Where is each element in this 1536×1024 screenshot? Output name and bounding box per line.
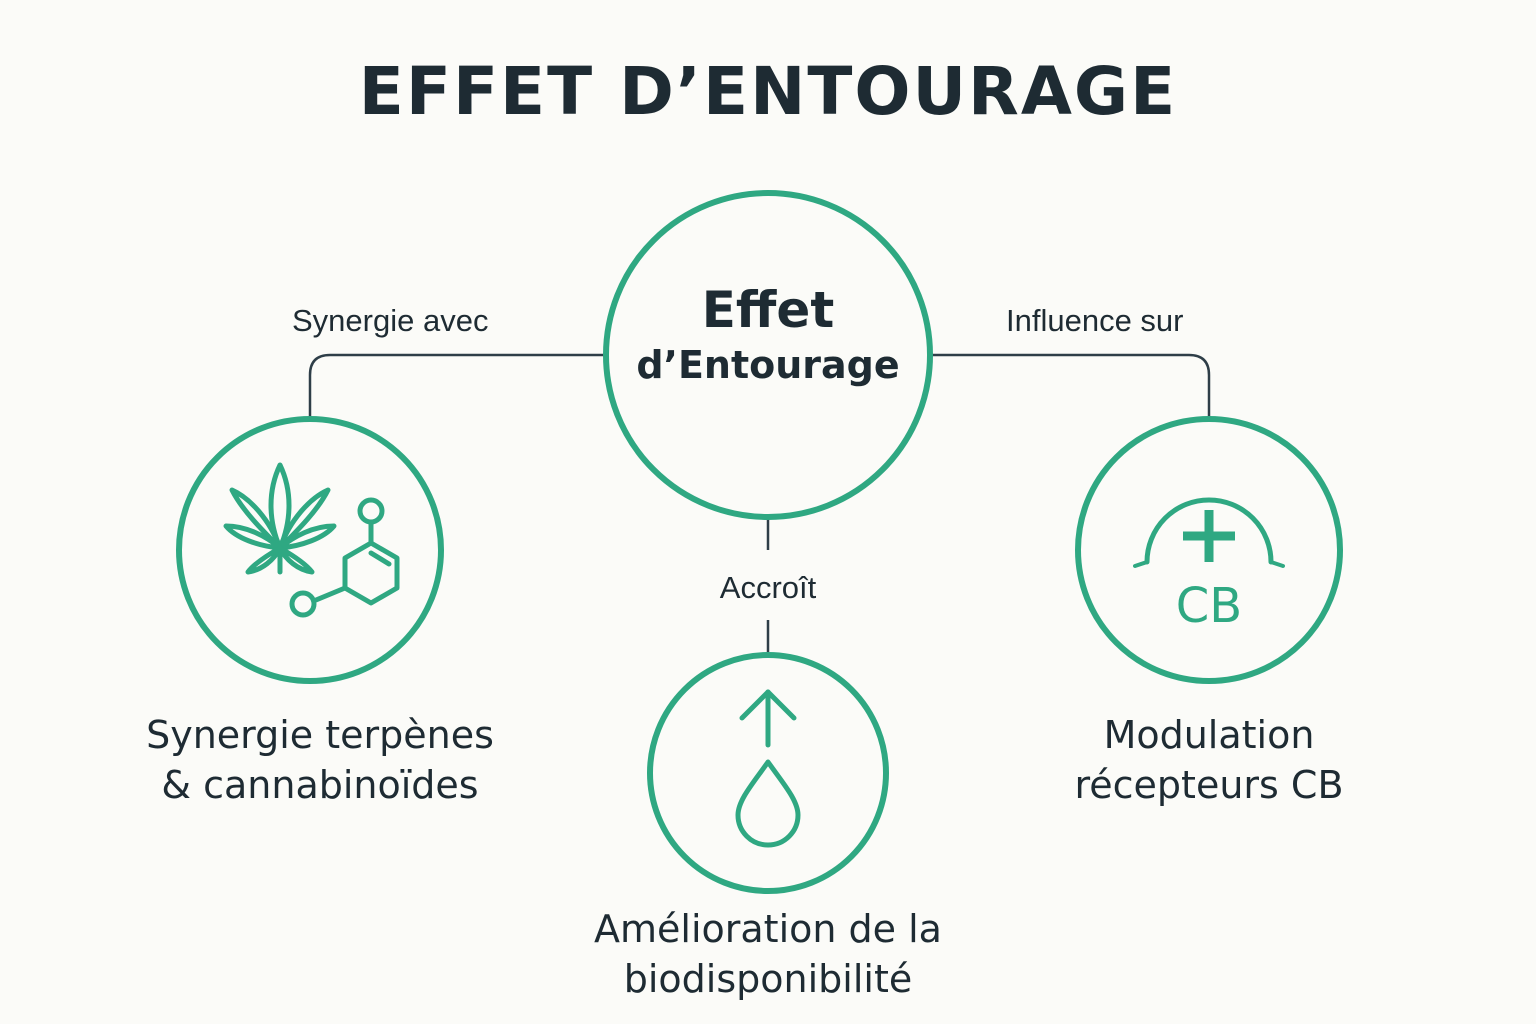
- bottom-node-caption: Amélioration de la biodisponibilité: [543, 904, 993, 1004]
- arrow-up-icon: [739, 689, 797, 748]
- drop-icon: [735, 759, 801, 848]
- right-node-caption-line2: récepteurs CB: [1074, 763, 1344, 807]
- molecule-icon: [289, 497, 400, 618]
- plus-icon: [1183, 510, 1235, 562]
- bottom-node-caption-line1: Amélioration de la: [594, 907, 942, 951]
- center-node-label: Effet d’Entourage: [608, 280, 928, 390]
- left-node-caption-line2: & cannabinoïdes: [161, 763, 479, 807]
- bottom-node-caption-line2: biodisponibilité: [623, 957, 913, 1001]
- bottom-node-circle: [647, 652, 889, 894]
- drop-arrow-up-icon: [735, 689, 801, 848]
- center-node-circle: [603, 190, 933, 520]
- left-node-caption-line1: Synergie terpènes: [146, 713, 494, 757]
- page-title: EFFET D’ENTOURAGE: [358, 53, 1178, 130]
- edge-label-right: Influence sur: [1006, 303, 1184, 338]
- center-node-label-line2: d’Entourage: [636, 343, 900, 387]
- edge-label-left: Synergie avec: [292, 303, 489, 338]
- cb-receptor-icon: CB: [1133, 497, 1285, 634]
- left-node-caption: Synergie terpènes & cannabinoïdes: [110, 710, 530, 810]
- cb-icon-text: CB: [1176, 578, 1242, 634]
- cannabis-leaf-icon: [223, 462, 337, 575]
- connector-right: [931, 353, 1211, 417]
- cannabis-leaf-molecule-icon: [223, 462, 400, 618]
- left-node-circle: [176, 416, 444, 684]
- edge-label-bottom: Accroît: [719, 570, 817, 605]
- connector-left: [308, 353, 605, 417]
- right-node-caption: Modulation récepteurs CB: [1004, 710, 1414, 810]
- right-node-caption-line1: Modulation: [1103, 713, 1315, 757]
- receptor-arc-icon: [1144, 497, 1274, 565]
- center-node-label-line1: Effet: [701, 281, 835, 339]
